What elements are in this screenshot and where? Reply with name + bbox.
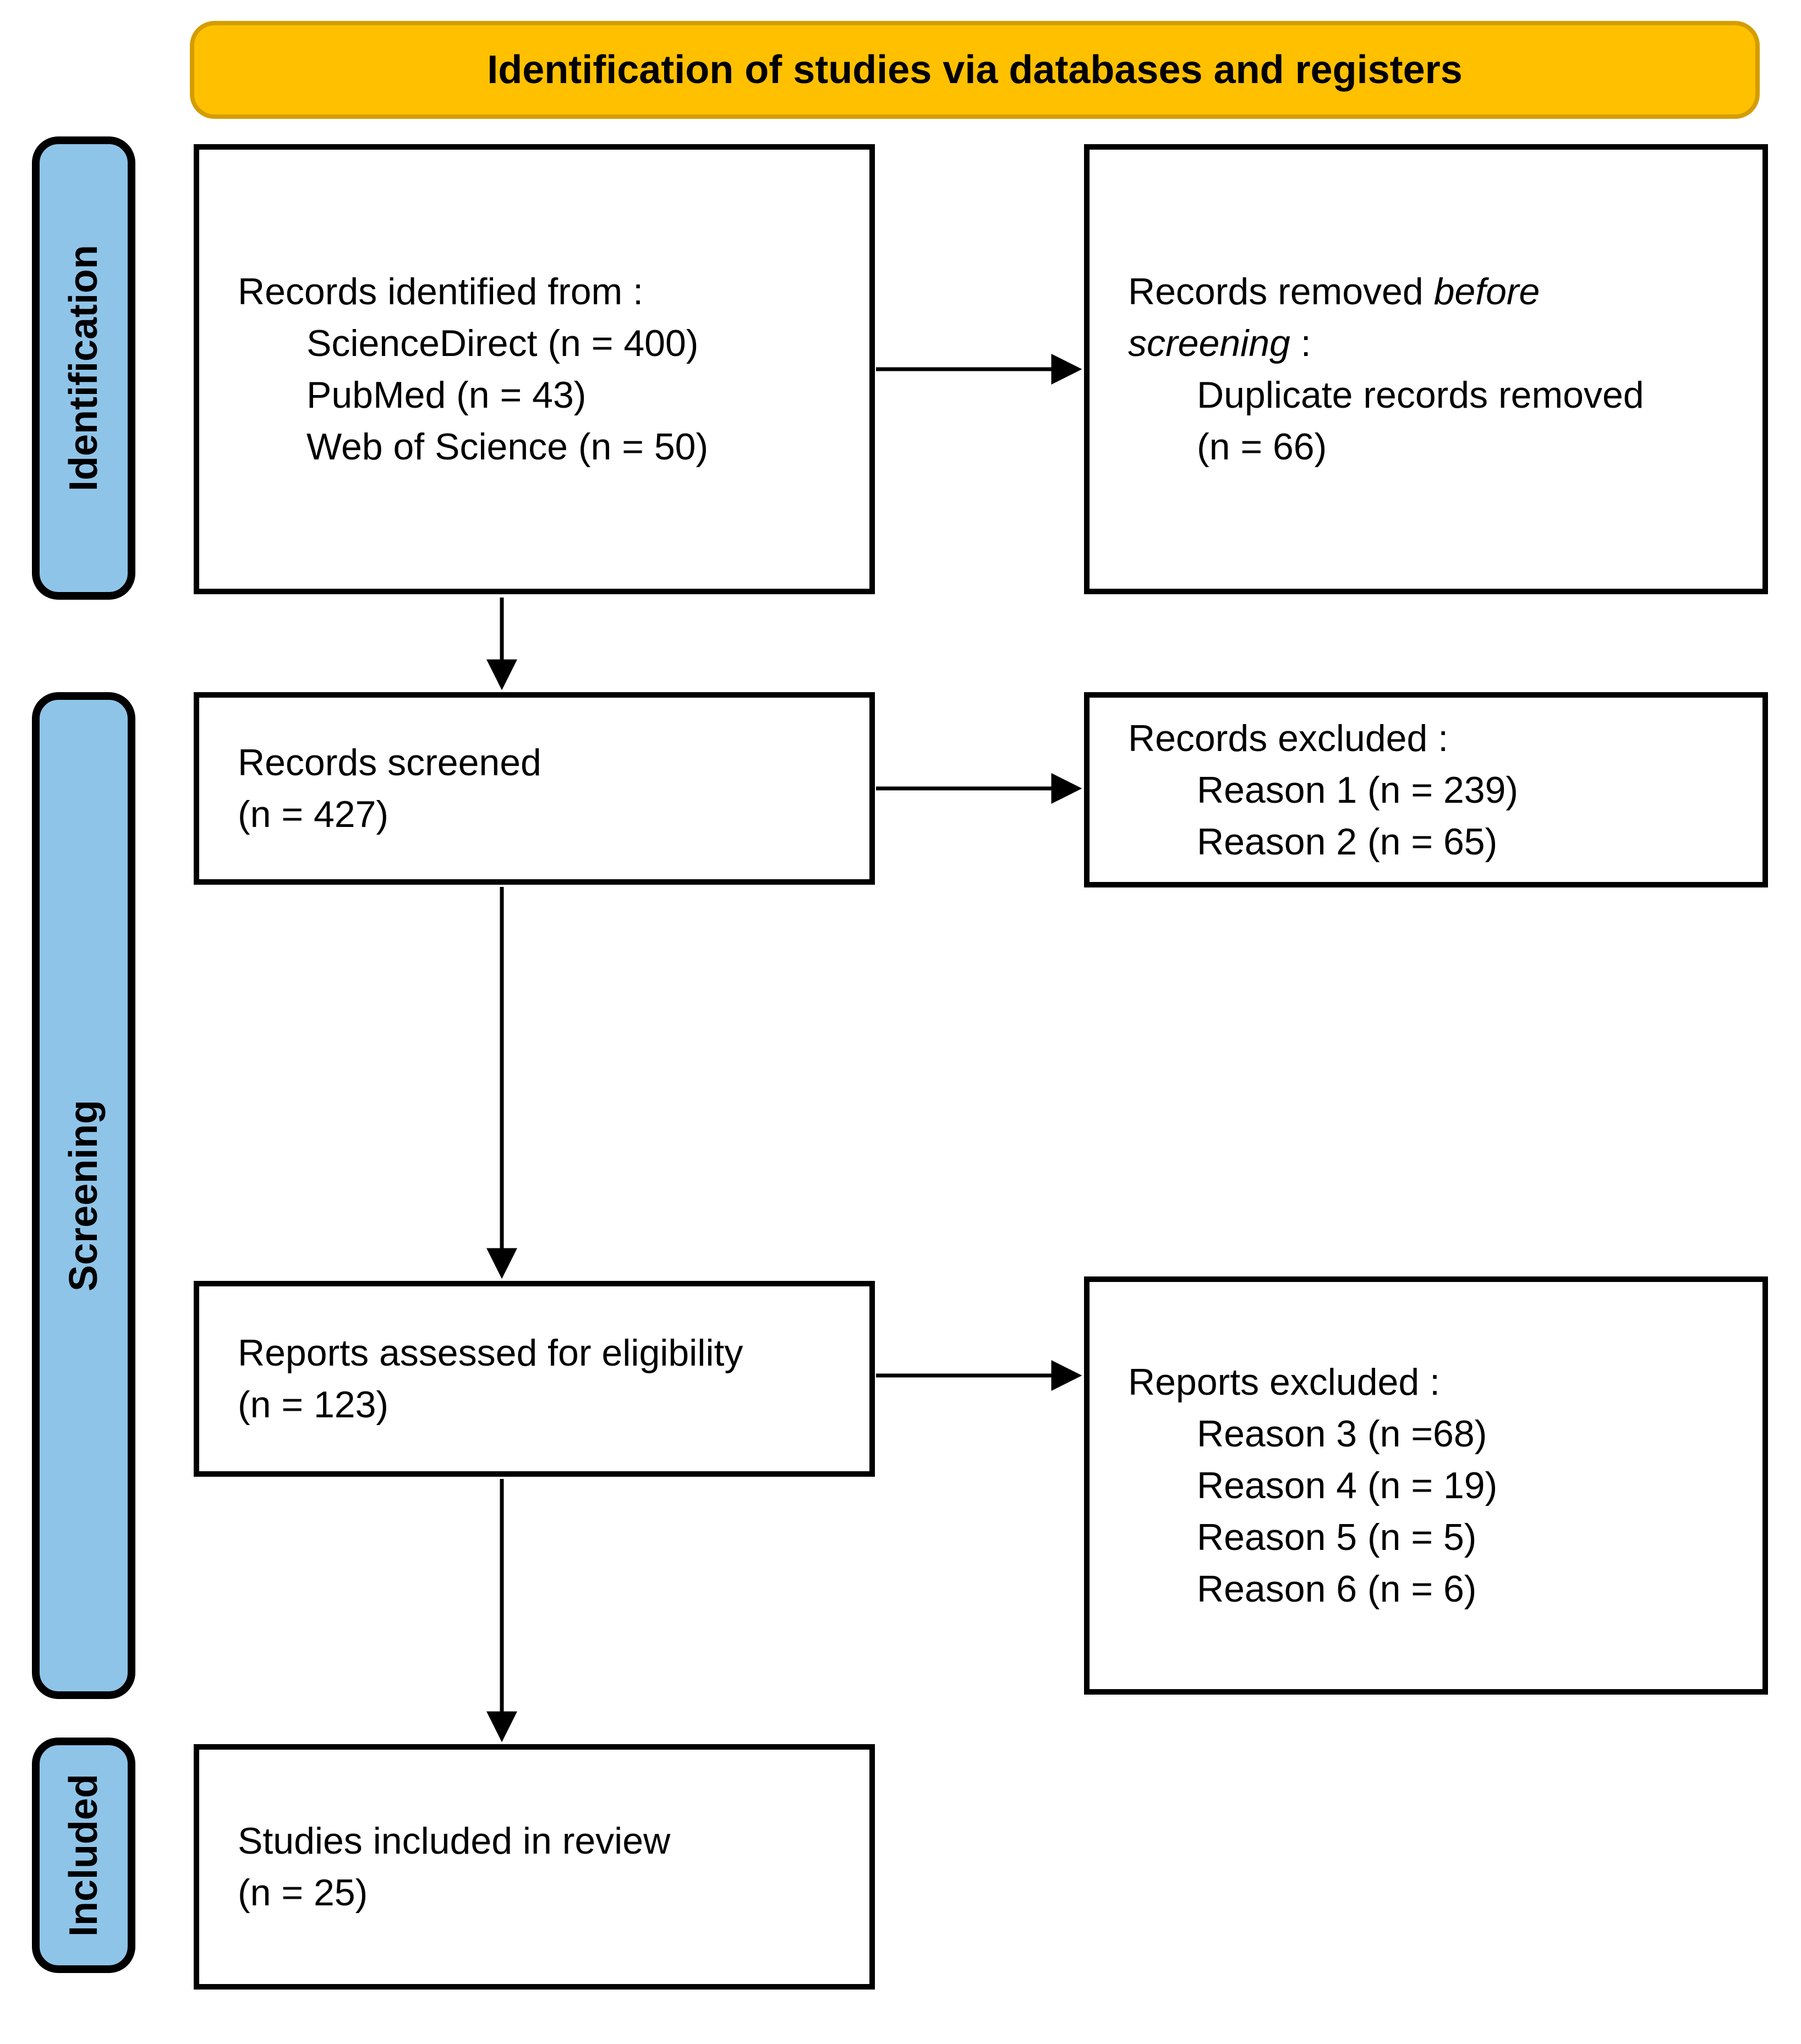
duplicates-removed-count: (n = 66) (1197, 426, 1327, 468)
studies-included-label: Studies included in review (238, 1820, 671, 1862)
reports-assessed-label: Reports assessed for eligibility (238, 1332, 743, 1374)
records-removed-heading-normal: Records removed (1128, 271, 1434, 313)
records-removed-box: Records removed before screening : Dupli… (1084, 144, 1768, 594)
records-excluded-heading: Records excluded : (1128, 717, 1449, 759)
source-pubmed: PubMed (n = 43) (306, 374, 587, 416)
source-sciencedirect: ScienceDirect (n = 400) (306, 322, 699, 364)
records-removed-heading-italic2: screening (1128, 322, 1290, 364)
reports-excluded-box: Reports excluded : Reason 3 (n =68) Reas… (1084, 1276, 1768, 1695)
stage-screening: Screening (32, 692, 135, 1699)
records-removed-heading-line2: screening : (1128, 317, 1740, 369)
title-banner: Identification of studies via databases … (190, 21, 1760, 119)
excluded-reason-3: Reason 3 (n =68) (1197, 1413, 1487, 1455)
records-screened-box: Records screened (n = 427) (194, 692, 875, 885)
excluded-reason-2: Reason 2 (n = 65) (1197, 820, 1498, 863)
reports-excluded-heading: Reports excluded : (1128, 1361, 1440, 1403)
stage-identification-label: Identification (62, 245, 106, 491)
studies-included-count: (n = 25) (238, 1872, 368, 1914)
stage-included: Included (32, 1738, 135, 1973)
excluded-reason-5: Reason 5 (n = 5) (1197, 1516, 1477, 1558)
records-removed-heading-colon: : (1290, 322, 1311, 364)
records-identified-heading: Records identified from : (238, 271, 643, 313)
records-screened-count: (n = 427) (238, 793, 389, 835)
records-identified-box: Records identified from : ScienceDirect … (194, 144, 875, 594)
reports-assessed-count: (n = 123) (238, 1384, 389, 1426)
diagram-title: Identification of studies via databases … (487, 48, 1463, 92)
excluded-reason-4: Reason 4 (n = 19) (1197, 1465, 1498, 1506)
records-excluded-box: Records excluded : Reason 1 (n = 239) Re… (1084, 692, 1768, 887)
stage-included-label: Included (62, 1773, 106, 1937)
excluded-reason-1: Reason 1 (n = 239) (1197, 769, 1519, 811)
source-web-of-science: Web of Science (n = 50) (306, 426, 709, 468)
stage-identification: Identification (32, 136, 135, 600)
stage-screening-label: Screening (62, 1099, 106, 1292)
records-removed-heading-line1: Records removed before (1128, 266, 1740, 317)
duplicates-removed-line: Duplicate records removed (1197, 374, 1644, 416)
excluded-reason-6: Reason 6 (n = 6) (1197, 1568, 1477, 1610)
reports-assessed-box: Reports assessed for eligibility (n = 12… (194, 1281, 875, 1477)
studies-included-box: Studies included in review (n = 25) (194, 1744, 875, 1990)
records-screened-label: Records screened (238, 742, 541, 783)
records-removed-heading-italic: before (1433, 271, 1540, 313)
